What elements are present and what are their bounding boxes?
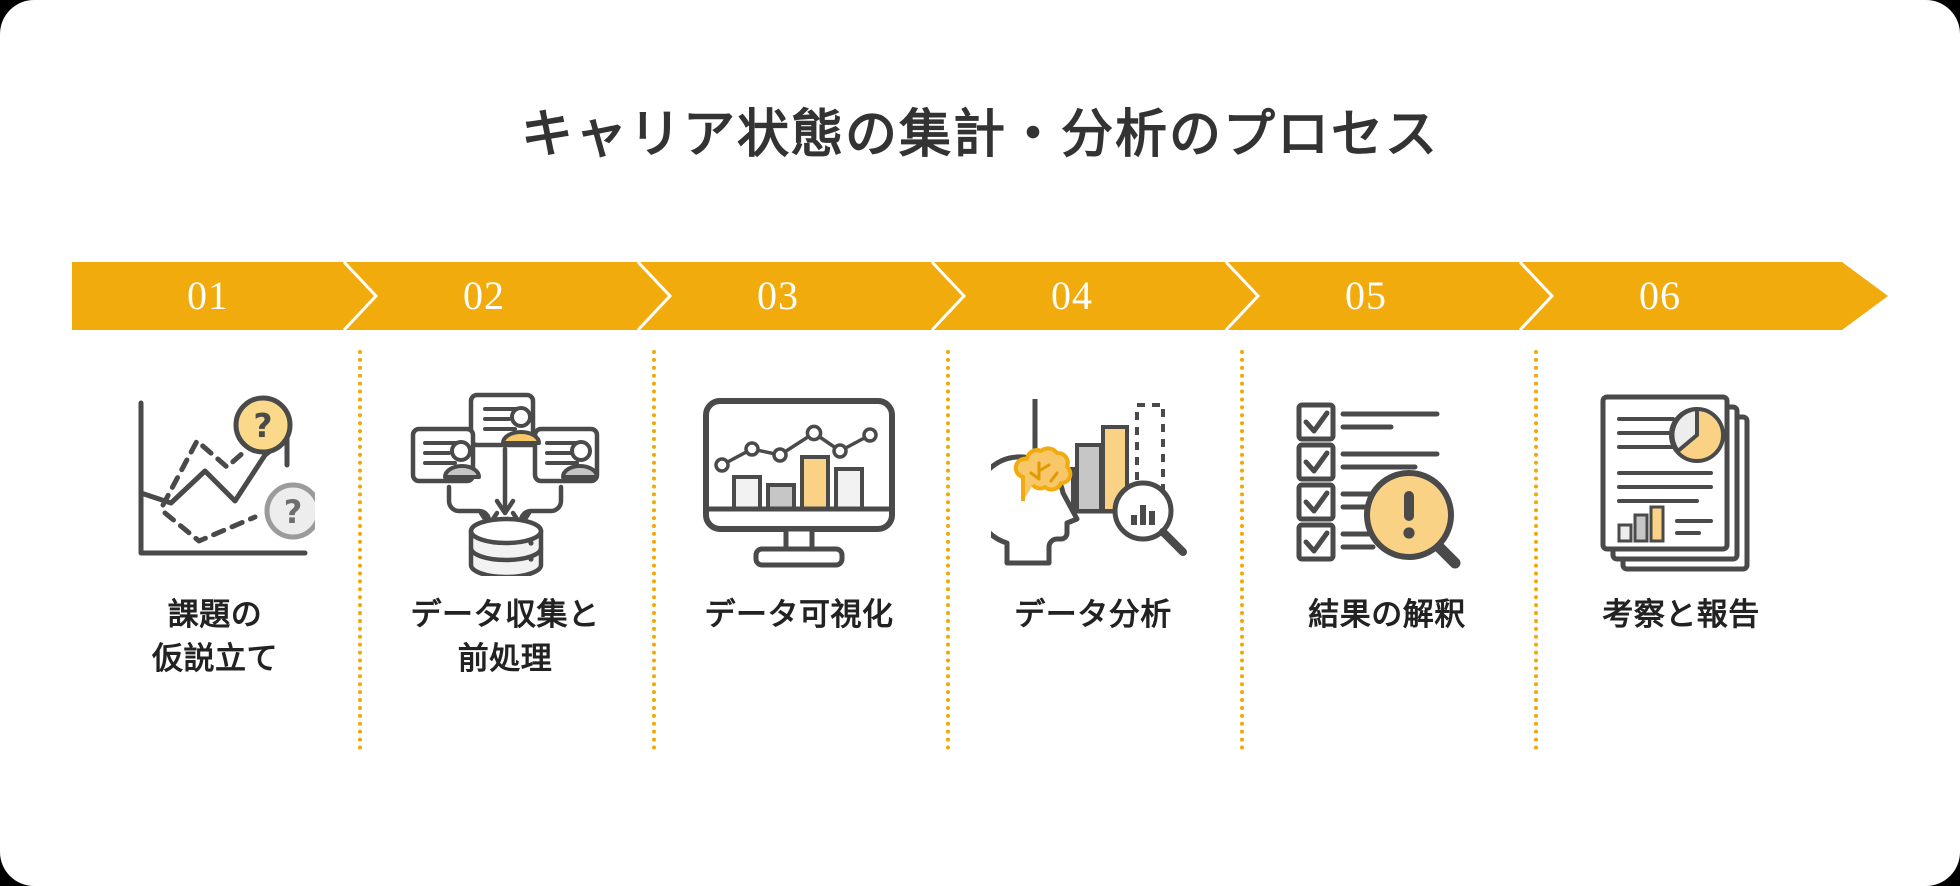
step-column-05: 結果の解釈 — [1240, 350, 1534, 770]
step-label-05-line-1: 結果の解釈 — [1308, 597, 1466, 633]
step-label-01-line-1: 課題の — [167, 597, 263, 633]
svg-text:?: ? — [253, 406, 272, 445]
step-label-06-line-1: 考察と報告 — [1602, 597, 1760, 633]
monitor-bar-line-chart-icon — [703, 398, 895, 568]
step-column-03: データ可視化 — [652, 350, 946, 770]
column-divider-1 — [358, 350, 362, 750]
page-title: キャリア状態の集計・分析のプロセス — [520, 105, 1439, 165]
column-divider-2 — [652, 350, 656, 750]
step-label-02: データ収集と 前処理 — [358, 593, 652, 681]
process-banner — [72, 262, 1888, 330]
step-label-03-line-1: データ可視化 — [704, 597, 894, 633]
documents-to-database-icon — [410, 392, 599, 576]
step-label-02-line-1: データ収集と — [410, 597, 600, 633]
step-column-06: 考察と報告 — [1534, 350, 1828, 770]
step-label-01-line-2: 仮説立て — [152, 641, 278, 678]
step-icon-02 — [358, 388, 652, 578]
step-label-04: データ分析 — [946, 593, 1240, 637]
step-icon-05 — [1240, 388, 1534, 578]
question-badge-yellow — [233, 395, 293, 455]
column-divider-5 — [1534, 350, 1538, 750]
banner-chevron-separators — [342, 262, 1555, 330]
step-label-05: 結果の解釈 — [1240, 593, 1534, 637]
step-column-01: ? ? 課題の 仮説立て — [72, 350, 358, 770]
step-icon-04 — [946, 388, 1240, 578]
trend-chart-question-icon: ? ? — [138, 395, 315, 556]
brain-head-bars-magnifier-icon — [990, 398, 1187, 565]
report-documents-pie-icon — [1600, 394, 1750, 571]
step-label-03: データ可視化 — [652, 593, 946, 637]
step-label-02-line-2: 前処理 — [457, 641, 553, 678]
column-divider-3 — [946, 350, 950, 750]
column-divider-4 — [1240, 350, 1244, 750]
question-badge-gray — [264, 482, 315, 540]
step-label-06: 考察と報告 — [1534, 593, 1828, 637]
step-label-01: 課題の 仮説立て — [72, 593, 358, 681]
banner-arrow-shape — [72, 262, 1888, 330]
checklist-magnifier-alert-icon — [1296, 402, 1460, 569]
step-column-04: データ分析 — [946, 350, 1240, 770]
step-icon-03 — [652, 388, 946, 578]
step-icon-01: ? ? — [72, 388, 358, 578]
step-label-04-line-1: データ分析 — [1014, 597, 1172, 633]
step-column-02: データ収集と 前処理 — [358, 350, 652, 770]
svg-text:?: ? — [284, 493, 303, 531]
step-icon-06 — [1534, 388, 1828, 578]
